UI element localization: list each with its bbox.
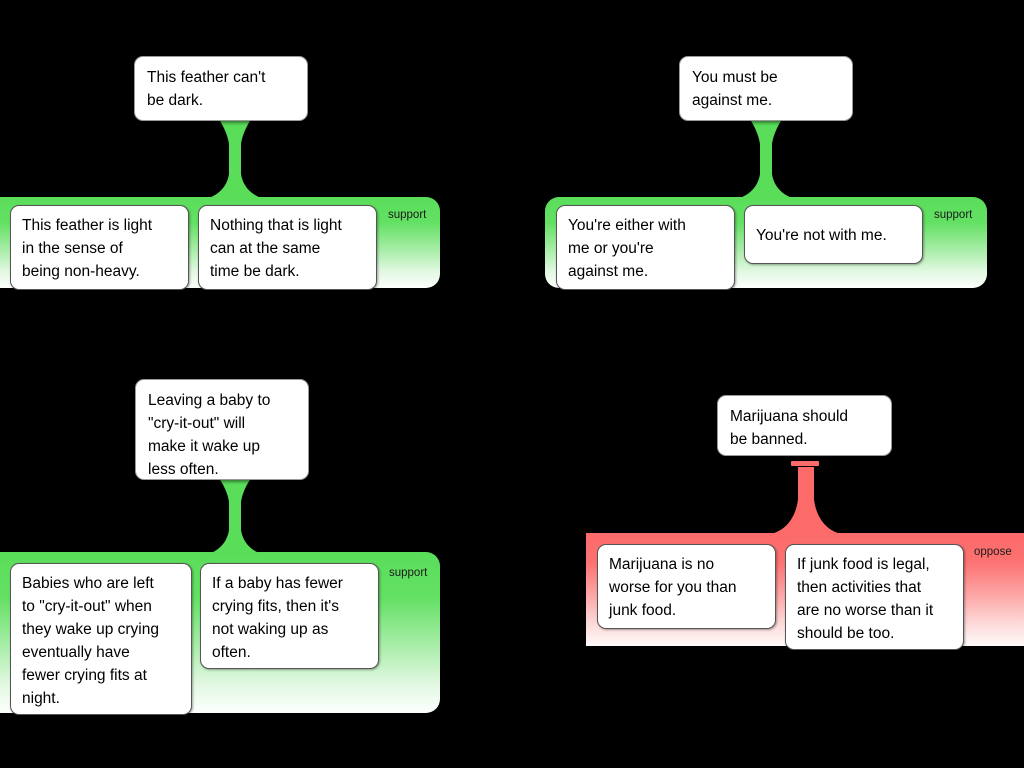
premise-box[interactable]: You're either with me or you're against … [556,205,735,290]
conclusion-box[interactable]: This feather can't be dark. [134,56,308,121]
premise-box[interactable]: Nothing that is light can at the same ti… [198,205,377,290]
support-connector [727,118,805,202]
relation-label-support: support [934,209,973,221]
relation-label-support: support [388,209,427,221]
support-connector [196,477,274,557]
premise-box[interactable]: If a baby has fewer crying fits, then it… [200,563,379,669]
premise-box[interactable]: Marijuana is no worse for you than junk … [597,544,776,629]
relation-label-support: support [389,567,428,579]
oppose-bar-icon [791,461,819,466]
premise-box[interactable]: Babies who are left to "cry-it-out" when… [10,563,192,715]
premise-box[interactable]: If junk food is legal, then activities t… [785,544,964,650]
support-connector [196,118,274,202]
conclusion-box[interactable]: You must be against me. [679,56,853,121]
premise-box[interactable]: This feather is light in the sense of be… [10,205,189,290]
premise-box[interactable]: You're not with me. [744,205,923,264]
conclusion-box[interactable]: Marijuana should be banned. [717,395,892,456]
oppose-connector [768,467,844,536]
relation-label-oppose: oppose [974,546,1012,558]
conclusion-box[interactable]: Leaving a baby to "cry-it-out" will make… [135,379,309,480]
